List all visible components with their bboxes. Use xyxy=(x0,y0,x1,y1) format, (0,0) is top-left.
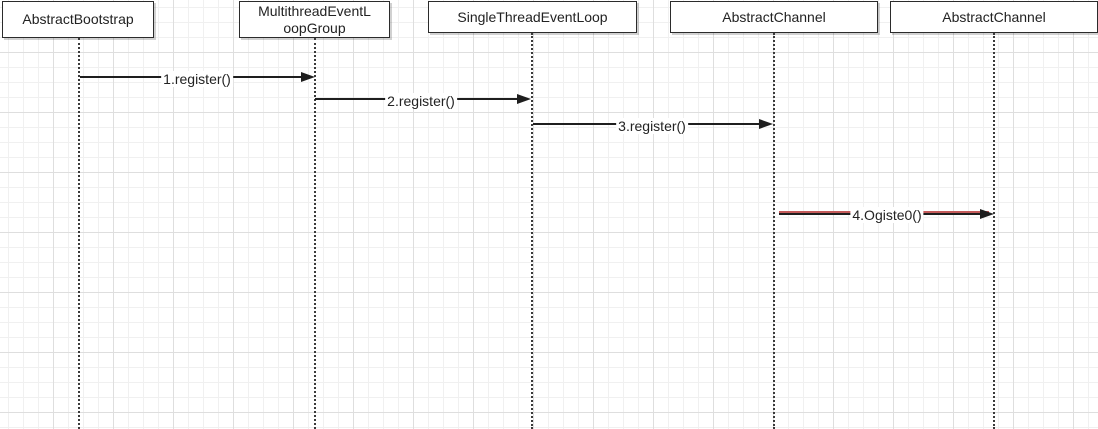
message-2-label[interactable]: 2.register() xyxy=(385,93,457,109)
lifeline-abstract-channel-1 xyxy=(773,33,775,429)
message-2-arrowhead xyxy=(517,94,531,104)
lifeline-abstract-bootstrap xyxy=(78,38,80,429)
lifeline-single-thread-event-loop xyxy=(531,33,533,429)
participant-single-thread-event-loop[interactable]: SingleThreadEventLoop xyxy=(428,1,637,33)
participant-abstract-bootstrap[interactable]: AbstractBootstrap xyxy=(2,1,154,38)
message-3-label[interactable]: 3.register() xyxy=(616,118,688,134)
message-4-arrowhead xyxy=(980,209,994,219)
message-4-label[interactable]: 4.Ogiste0() xyxy=(850,207,924,223)
message-3-arrowhead xyxy=(759,119,773,129)
participant-abstract-channel-2[interactable]: AbstractChannel xyxy=(890,1,1098,33)
participant-multithread-event-loop-group[interactable]: MultithreadEventL oopGroup xyxy=(239,1,390,38)
lifeline-multithread-event-loop-group xyxy=(314,38,316,429)
message-1-label[interactable]: 1.register() xyxy=(161,71,233,87)
message-1-arrowhead xyxy=(301,72,315,82)
lifeline-abstract-channel-2 xyxy=(993,33,995,429)
participant-abstract-channel-1[interactable]: AbstractChannel xyxy=(670,1,878,33)
